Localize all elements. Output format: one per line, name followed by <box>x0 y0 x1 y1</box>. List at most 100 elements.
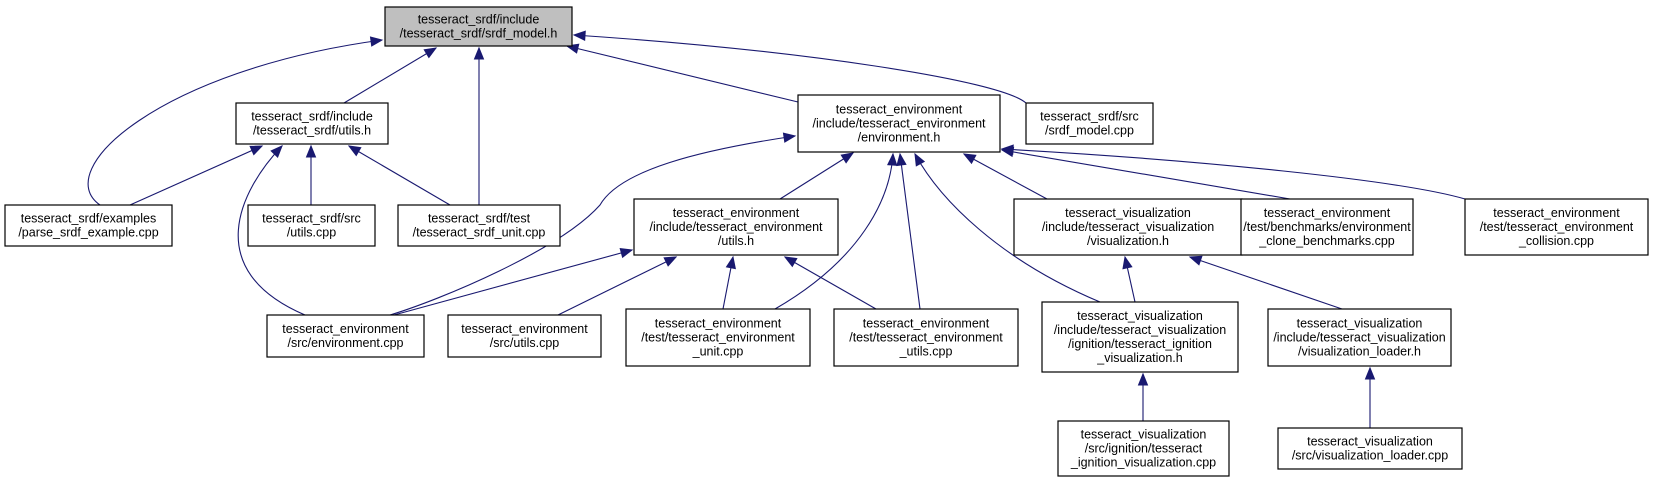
edge-arrowhead <box>1000 144 1014 155</box>
node-label-line: _unit.cpp <box>692 345 744 359</box>
node-box[interactable] <box>833 308 1019 367</box>
node-box[interactable] <box>4 204 173 247</box>
node-label-line: tesseract_environment <box>836 103 963 117</box>
node-env-utils-test[interactable]: tesseract_environment/test/tesseract_env… <box>833 308 1019 367</box>
node-label-line: _utils.cpp <box>899 345 953 359</box>
edge-line <box>1189 256 1343 310</box>
node-box[interactable] <box>1057 420 1230 477</box>
node-vis-loader-cpp[interactable]: tesseract_visualization/src/visualizatio… <box>1277 427 1463 470</box>
node-label-line: /include/tesseract_environment <box>649 220 823 234</box>
node-label-line: tesseract_srdf/src <box>262 212 361 226</box>
node-srdf-unit[interactable]: tesseract_srdf/test/tesseract_srdf_unit.… <box>397 204 561 247</box>
node-label-line: /tesseract_srdf/srdf_model.h <box>400 27 558 41</box>
node-label-line: /test/tesseract_environment <box>641 331 795 345</box>
edge-env_unit-to-env_utils_h <box>722 255 736 310</box>
node-env-utils-h[interactable]: tesseract_environment/include/tesseract_… <box>633 198 839 256</box>
edge-srdf_utils_h-to-srdf_model_h <box>343 47 438 104</box>
node-box[interactable] <box>1464 198 1649 256</box>
node-label-line: /environment.h <box>858 131 941 145</box>
edge-line <box>779 152 854 200</box>
node-ign-vis-h[interactable]: tesseract_visualization/include/tesserac… <box>1041 301 1239 373</box>
node-label-line: tesseract_visualization <box>1297 317 1423 331</box>
node-ign-vis-cpp[interactable]: tesseract_visualization/src/ignition/tes… <box>1057 420 1230 477</box>
node-label-line: /visualization.h <box>1087 234 1169 248</box>
node-box[interactable] <box>1277 427 1463 470</box>
edge-arrowhead <box>305 144 317 158</box>
edge-line <box>389 135 796 316</box>
node-label-line: tesseract_environment <box>1264 206 1391 220</box>
node-label-line: tesseract_environment <box>655 317 782 331</box>
node-vis-loader-h[interactable]: tesseract_visualization/include/tesserac… <box>1267 308 1452 367</box>
node-label-line: /test/tesseract_environment <box>849 331 1003 345</box>
edge-clone_bench-to-environment_h <box>1000 146 1291 200</box>
node-label-line: _ignition_visualization.cpp <box>1070 456 1216 470</box>
node-box[interactable] <box>1013 198 1243 256</box>
node-box[interactable] <box>447 314 602 358</box>
edge-arrowhead <box>725 255 736 270</box>
node-label-line: /src/ignition/tesseract <box>1085 442 1203 456</box>
root-node-box[interactable] <box>384 6 573 47</box>
edge-arrowhead <box>1188 255 1203 266</box>
node-box[interactable] <box>797 94 1001 153</box>
edge-arrowhead <box>663 256 678 267</box>
edge-environment_cpp-to-environment_h <box>389 132 797 316</box>
node-clone-bench[interactable]: tesseract_environment/test/benchmarks/en… <box>1240 198 1414 256</box>
node-label-line: tesseract_srdf/examples <box>21 212 156 226</box>
edge-line <box>1001 149 1291 200</box>
edge-arrowhead <box>896 152 907 167</box>
edge-arrowhead <box>840 152 855 164</box>
node-srdf-model-h[interactable]: tesseract_srdf/include/tesseract_srdf/sr… <box>384 6 573 47</box>
node-srdf-model-cpp[interactable]: tesseract_srdf/src/srdf_model.cpp <box>1025 102 1154 145</box>
node-label-line: /visualization_loader.h <box>1298 345 1421 359</box>
edge-line <box>1001 148 1466 200</box>
node-label-line: /src/visualization_loader.cpp <box>1292 449 1448 463</box>
node-box[interactable] <box>266 314 425 358</box>
node-box[interactable] <box>1240 198 1414 256</box>
edge-srdf_unit-to-srdf_model_h <box>473 46 485 205</box>
edge-line <box>393 249 633 316</box>
edge-ign_vis_h-to-visualization_h <box>1122 255 1136 303</box>
node-env-unit[interactable]: tesseract_environment/test/tesseract_env… <box>625 308 811 367</box>
edge-ign_vis_h-to-environment_h <box>914 152 1101 303</box>
node-box[interactable] <box>397 204 561 247</box>
edge-vis_loader_h-to-visualization_h <box>1188 255 1343 310</box>
edge-line <box>573 34 1027 104</box>
edge-env_utils_h-to-environment_h <box>779 152 855 200</box>
node-srdf-utils-cpp[interactable]: tesseract_srdf/src/utils.cpp <box>247 204 376 247</box>
node-srdf-utils-h[interactable]: tesseract_srdf/include/tesseract_srdf/ut… <box>235 102 389 145</box>
node-box[interactable] <box>1041 301 1239 373</box>
edge-env_utils_test-to-env_utils_h <box>783 256 877 310</box>
edge-visualization_h-to-environment_h <box>962 153 1048 200</box>
node-label-line: _collision.cpp <box>1518 234 1594 248</box>
node-label-line: /utils.cpp <box>287 226 336 240</box>
node-box[interactable] <box>247 204 376 247</box>
node-label-line: /tesseract_srdf/utils.h <box>253 124 371 138</box>
node-env-utils-cpp[interactable]: tesseract_environment/src/utils.cpp <box>447 314 602 358</box>
node-label-line: tesseract_srdf/include <box>418 13 540 27</box>
node-box[interactable] <box>625 308 811 367</box>
edge-environment_h-to-srdf_model_h <box>565 43 799 103</box>
node-box[interactable] <box>1267 308 1452 367</box>
node-env-collision[interactable]: tesseract_environment/test/tesseract_env… <box>1464 198 1649 256</box>
edge-srdf_model_cpp-to-srdf_model_h <box>572 30 1027 104</box>
edge-line <box>348 145 451 206</box>
edge-srdf_unit-to-srdf_utils_h <box>347 145 451 206</box>
edge-arrowhead <box>1122 255 1133 270</box>
node-label-line: /include/tesseract_visualization <box>1054 323 1226 337</box>
node-box[interactable] <box>633 198 839 256</box>
node-label-line: tesseract_environment <box>1493 206 1620 220</box>
edge-arrowhead <box>914 152 926 167</box>
node-label-line: tesseract_visualization <box>1077 309 1203 323</box>
node-box[interactable] <box>1025 102 1154 145</box>
edge-arrowhead <box>887 152 898 166</box>
node-label-line: tesseract_srdf/include <box>251 110 373 124</box>
node-environment-cpp[interactable]: tesseract_environment/src/environment.cp… <box>266 314 425 358</box>
node-environment-h[interactable]: tesseract_environment/include/tesseract_… <box>797 94 1001 153</box>
node-visualization-h[interactable]: tesseract_visualization/include/tesserac… <box>1013 198 1243 256</box>
node-parse-srdf-example[interactable]: tesseract_srdf/examples/parse_srdf_examp… <box>4 204 173 247</box>
node-box[interactable] <box>235 102 389 145</box>
edge-arrowhead <box>1364 366 1376 380</box>
edges-layer <box>87 30 1466 428</box>
edge-vis_loader_cpp-to-vis_loader_h <box>1364 366 1376 428</box>
